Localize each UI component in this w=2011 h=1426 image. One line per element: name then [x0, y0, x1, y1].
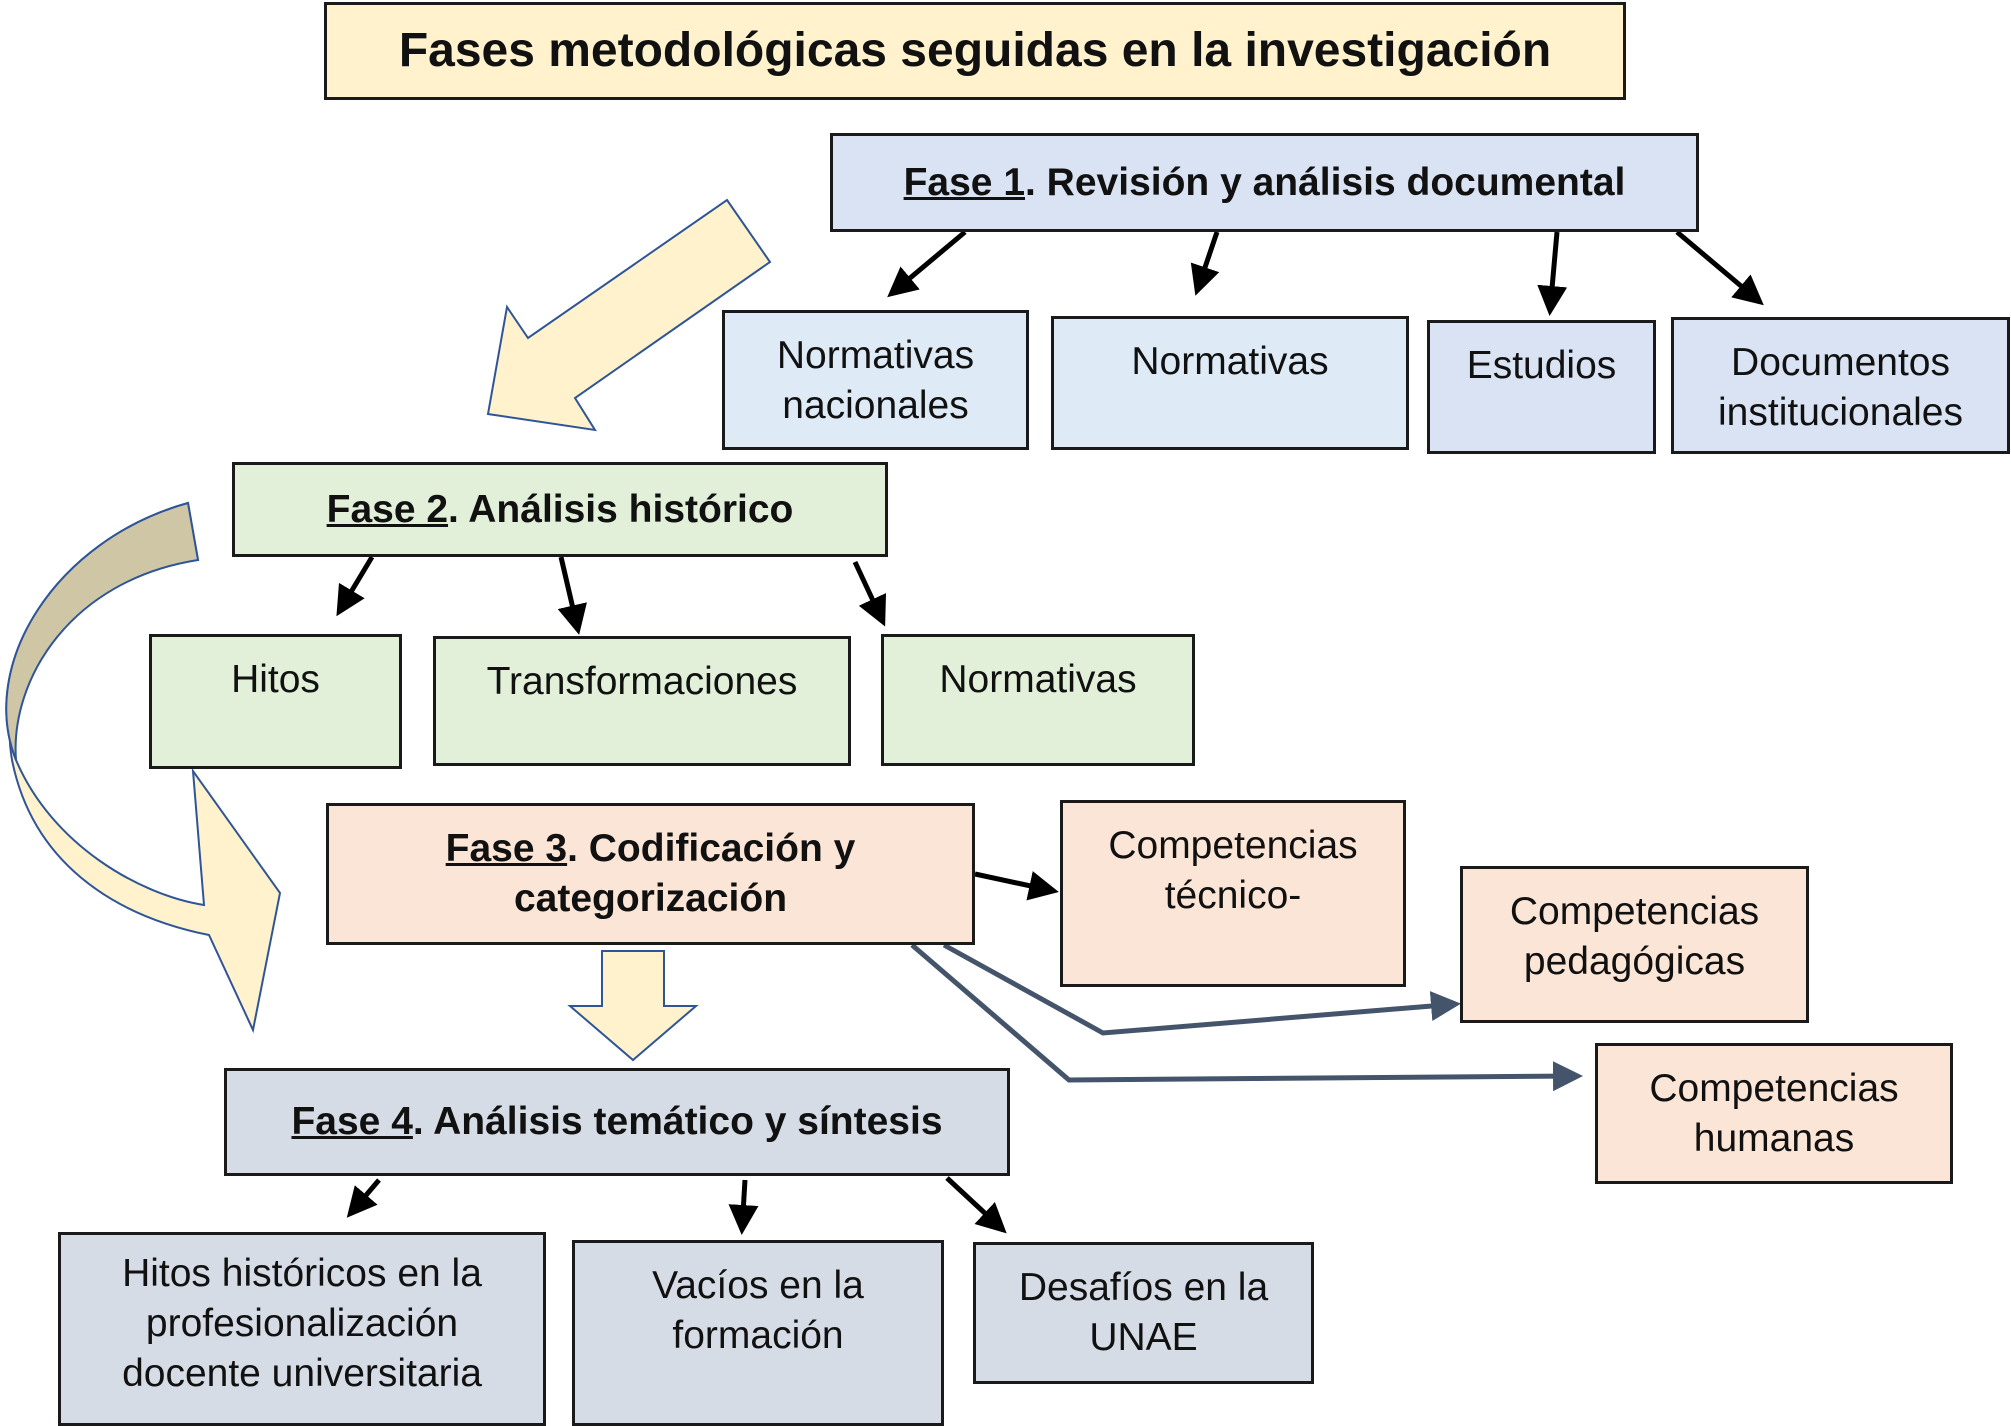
item-line: Hitos — [231, 658, 320, 701]
phase-4-box: Fase 4. Análisis temático y síntesis — [224, 1068, 1010, 1176]
phase-3-item-competencias-pedagogicas: Competencias pedagógicas — [1460, 866, 1809, 1023]
item-line: nacionales — [782, 383, 969, 427]
big-arrow-phase1-to-phase2 — [486, 198, 772, 432]
down-block-arrow — [567, 950, 699, 1062]
connector-f2-transformaciones — [557, 556, 587, 635]
phase-2-text: . Análisis histórico — [448, 487, 794, 531]
item-line: Estudios — [1466, 344, 1617, 387]
phase-1-item-normativas: Normativas — [1051, 316, 1409, 450]
item-line: Normativas — [776, 334, 975, 377]
connector-f1-normativas-nacionales — [887, 230, 967, 298]
connector-f3-humanas — [910, 943, 1583, 1092]
phase-3-item-competencias-tecnico: Competencias técnico- — [1060, 800, 1406, 987]
phase-2-item-transformaciones: Transformaciones — [433, 636, 851, 766]
phase-1-item-normativas-nacionales: Normativas nacionales — [722, 310, 1029, 450]
diagram-title: Fases metodológicas seguidas en la inves… — [324, 2, 1626, 100]
phase-4-text: . Análisis temático y síntesis — [412, 1100, 943, 1144]
phase-3-item-competencias-humanas: Competencias humanas — [1595, 1043, 1953, 1184]
connector-f4-hitos — [346, 1178, 381, 1218]
curved-arrow-shade — [5, 501, 200, 761]
item-line: Competencias — [1649, 1067, 1899, 1110]
phase-4-label: Fase 4 — [291, 1100, 413, 1144]
item-line: Desafíos en la — [1018, 1266, 1269, 1309]
phase-4-item-vacios: Vacíos en la formación — [572, 1240, 944, 1426]
connector-f4-desafios — [945, 1176, 1007, 1234]
item-line: profesionalización — [145, 1301, 459, 1345]
phase-2-label: Fase 2 — [326, 487, 449, 531]
phase-3-text-line2: categorización — [513, 877, 788, 920]
diagram-title-text: Fases metodológicas seguidas en la inves… — [398, 24, 1552, 78]
phase-1-item-documentos-institucionales: Documentos institucionales — [1671, 317, 2010, 454]
item-line: Normativas — [1131, 340, 1329, 383]
connector-f2-normativas — [852, 560, 887, 627]
phase-2-item-hitos: Hitos — [149, 634, 402, 769]
phase-4-item-hitos-historicos: Hitos históricos en la profesionalizació… — [58, 1232, 546, 1426]
phase-4-item-desafios: Desafíos en la UNAE — [973, 1242, 1314, 1384]
connector-f2-hitos — [336, 555, 375, 617]
connector-f1-estudios — [1537, 231, 1568, 316]
phase-2-item-normativas: Normativas — [881, 634, 1195, 766]
phase-1-box: Fase 1. Revisión y análisis documental — [830, 133, 1699, 232]
item-line: docente universitaria — [122, 1351, 482, 1395]
phase-1-text: . Revisión y análisis documental — [1025, 160, 1626, 204]
item-line: Normativas — [939, 658, 1137, 701]
phase-3-label: Fase 3 — [445, 827, 568, 871]
phase-1-label: Fase 1 — [903, 160, 1026, 204]
item-line: humanas — [1693, 1116, 1855, 1160]
item-line: Transformaciones — [486, 660, 798, 703]
item-line: formación — [672, 1313, 844, 1357]
connector-f1-normativas — [1190, 231, 1220, 296]
item-line: pedagógicas — [1523, 939, 1746, 983]
item-line: Competencias — [1108, 824, 1358, 867]
phase-3-box: Fase 3. Codificación y categorización — [326, 803, 975, 945]
connector-f3-tecnico — [974, 871, 1059, 901]
item-line: Hitos históricos en la — [122, 1252, 482, 1295]
item-line: técnico- — [1164, 873, 1302, 917]
item-line: Documentos — [1731, 341, 1950, 384]
phase-3-text-line1: . Codificación y — [567, 827, 856, 871]
item-line: Competencias — [1509, 890, 1760, 933]
connector-f4-vacios — [728, 1179, 759, 1235]
connector-f1-documentos — [1675, 230, 1764, 306]
item-line: institucionales — [1718, 390, 1963, 434]
phase-2-box: Fase 2. Análisis histórico — [232, 462, 888, 557]
item-line: UNAE — [1089, 1315, 1198, 1359]
phase-1-item-estudios: Estudios — [1427, 320, 1656, 454]
connector-f3-pedagogicas — [942, 942, 1461, 1036]
item-line: Vacíos en la — [652, 1264, 864, 1307]
